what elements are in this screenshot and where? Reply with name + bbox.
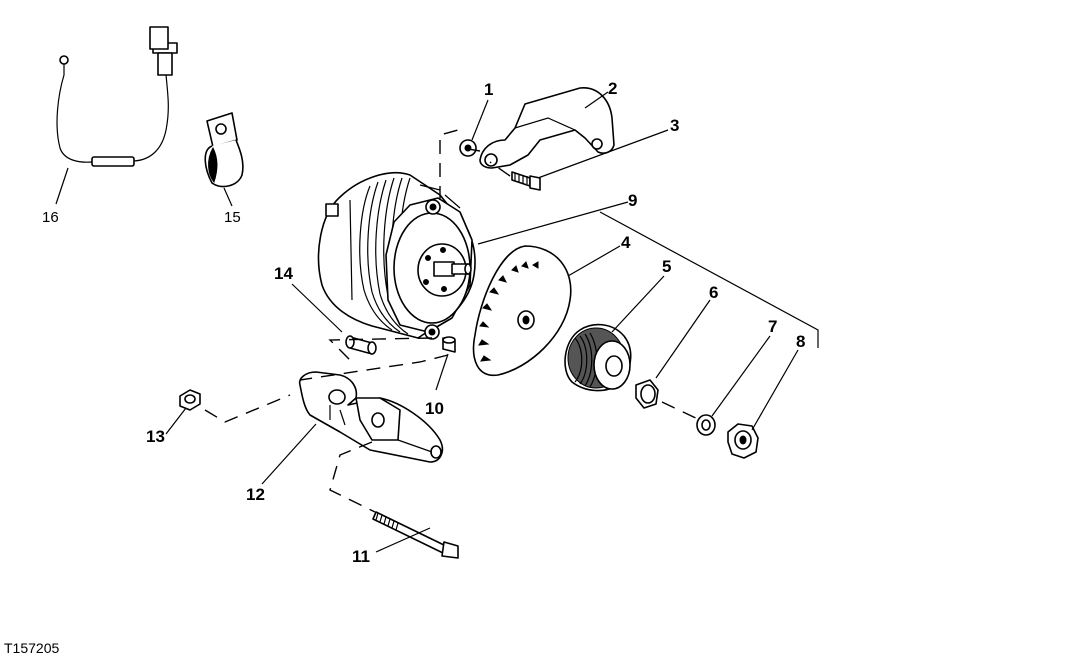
callout-2: 2 xyxy=(608,79,617,98)
figure-id: T157205 xyxy=(4,640,59,656)
callout-5: 5 xyxy=(662,257,671,276)
callout-15: 15 xyxy=(224,209,241,226)
part-16-wiring-lead xyxy=(56,26,178,167)
callout-7: 7 xyxy=(768,317,777,336)
assembly-guide-lines xyxy=(204,129,701,513)
callout-11: 11 xyxy=(352,547,370,566)
callout-13: 13 xyxy=(146,427,165,446)
part-6-spacer xyxy=(635,379,659,409)
part-7-washer xyxy=(696,414,716,436)
part-4-fan xyxy=(472,245,572,377)
callout-16: 16 xyxy=(42,209,59,226)
part-8-flange-nut xyxy=(727,423,759,459)
part-9-alternator xyxy=(317,171,476,340)
leader-lines xyxy=(55,91,799,553)
part-5-pulley xyxy=(564,323,632,392)
callout-labels: 1 2 3 4 5 6 7 8 9 10 11 12 13 14 15 16 xyxy=(42,79,805,566)
part-11-bolt xyxy=(372,511,459,559)
part-2-adjusting-bracket xyxy=(479,87,615,169)
callout-4: 4 xyxy=(621,233,631,252)
callout-10: 10 xyxy=(425,399,444,418)
part-3-cap-screw xyxy=(511,171,541,191)
part-1-washer xyxy=(459,139,477,157)
callout-8: 8 xyxy=(796,332,805,351)
part-10-bushing xyxy=(442,336,456,353)
group-bracket-9 xyxy=(599,211,819,348)
callout-6: 6 xyxy=(709,283,718,302)
callout-1: 1 xyxy=(484,80,493,99)
part-15-clamp xyxy=(204,112,244,188)
part-13-nut xyxy=(179,389,201,411)
part-12-mounting-bracket xyxy=(298,371,444,463)
callout-3: 3 xyxy=(670,116,679,135)
callout-12: 12 xyxy=(246,485,265,504)
callout-9: 9 xyxy=(628,191,637,210)
callout-14: 14 xyxy=(274,264,293,283)
